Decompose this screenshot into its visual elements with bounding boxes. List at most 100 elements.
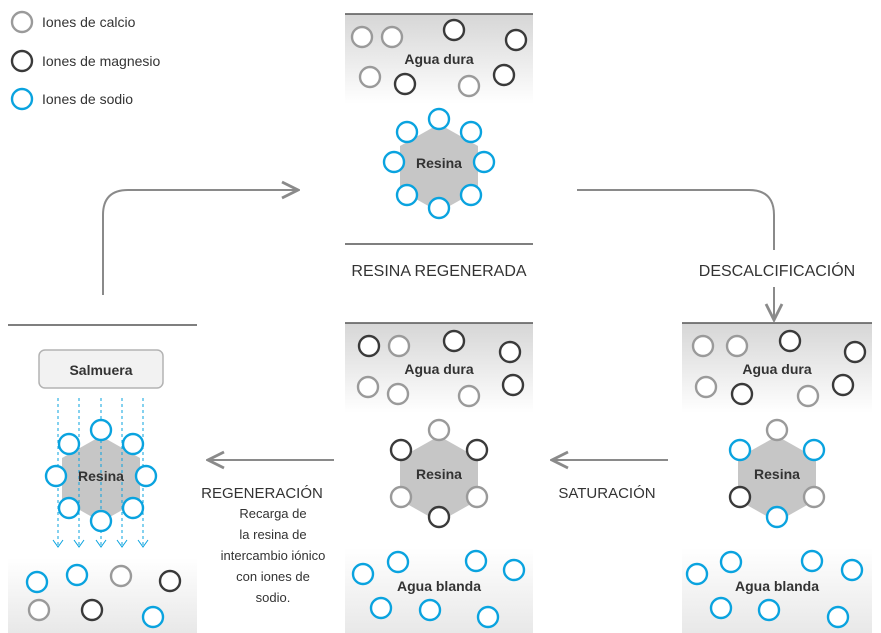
magnesium-ion bbox=[728, 485, 752, 509]
resin-ions bbox=[389, 418, 489, 529]
resin-ions bbox=[382, 107, 496, 220]
calcium-ion bbox=[802, 485, 826, 509]
magnesium-ion bbox=[843, 340, 867, 364]
magnesium-ion bbox=[730, 382, 754, 406]
panel-regenerated: Agua dura Resina RESINA REGENERADA bbox=[345, 13, 533, 280]
sodium-ion bbox=[57, 496, 81, 520]
soft-water-ions bbox=[685, 549, 864, 629]
sodium-ion bbox=[800, 549, 824, 573]
brine-box bbox=[38, 349, 164, 389]
soft-water-label: Agua blanda bbox=[397, 578, 481, 594]
calcium-ion bbox=[691, 334, 715, 358]
sodium-ion bbox=[382, 150, 406, 174]
brine-flow-arrowheads bbox=[52, 539, 149, 548]
arrow-to-softening bbox=[577, 189, 775, 250]
arrow-to-regenerated bbox=[102, 190, 298, 295]
magnesium-ion bbox=[393, 72, 417, 96]
regeneration-desc-line: con iones de bbox=[236, 569, 310, 584]
resin-ions bbox=[44, 418, 158, 533]
magnesium-ion bbox=[158, 569, 182, 593]
stage-title-regenerated: RESINA REGENERADA bbox=[351, 263, 526, 280]
sodium-ion bbox=[459, 183, 483, 207]
calcium-ion bbox=[350, 25, 374, 49]
sodium-ion bbox=[121, 432, 145, 456]
hard-water-ions bbox=[356, 329, 525, 408]
sodium-ion bbox=[395, 183, 419, 207]
sodium-ion bbox=[459, 120, 483, 144]
calcium-ion bbox=[358, 65, 382, 89]
brine-arrowhead bbox=[52, 539, 64, 548]
flow-arrows: DESCALCIFICACIÓN SATURACIÓN REGENERACIÓN… bbox=[102, 189, 855, 605]
sodium-ion bbox=[826, 605, 850, 629]
sodium-ion bbox=[386, 550, 410, 574]
sodium-ion bbox=[464, 549, 488, 573]
magnesium-ion bbox=[465, 438, 489, 462]
hard-water-label: Agua dura bbox=[404, 361, 473, 377]
hard-water-area bbox=[682, 323, 872, 413]
calcium-ion bbox=[796, 384, 820, 408]
hard-water-ions bbox=[691, 329, 867, 408]
panel-softening: Agua dura Resina Agua blanda bbox=[682, 322, 872, 633]
sodium-ion bbox=[685, 562, 709, 586]
sodium-ion bbox=[765, 505, 789, 529]
sodium-ion bbox=[418, 598, 442, 622]
brine-arrowhead bbox=[116, 539, 128, 548]
resin-label: Resina bbox=[754, 466, 800, 482]
magnesium-ion bbox=[80, 598, 104, 622]
sodium-ion bbox=[802, 438, 826, 462]
calcium-ion bbox=[457, 74, 481, 98]
resin-label: Resina bbox=[416, 466, 462, 482]
hard-water-ions bbox=[350, 18, 528, 98]
calcium-ion bbox=[765, 418, 789, 442]
sodium-ion bbox=[728, 438, 752, 462]
sodium-ion bbox=[141, 605, 165, 629]
sodium-ion bbox=[134, 464, 158, 488]
waste-water-area bbox=[8, 558, 197, 633]
calcium-ion bbox=[457, 384, 481, 408]
regeneration-desc-line: intercambio iónico bbox=[221, 548, 326, 563]
panel-regeneration: Salmuera Resina bbox=[8, 324, 197, 633]
sodium-ion bbox=[395, 120, 419, 144]
resin-bead bbox=[400, 124, 478, 212]
regeneration-desc-line: la resina de bbox=[239, 527, 306, 542]
calcium-ion bbox=[694, 375, 718, 399]
magnesium-ion bbox=[501, 373, 525, 397]
magnesium-ion-legend-icon bbox=[10, 49, 34, 73]
calcium-ion-legend-icon bbox=[10, 10, 34, 34]
resin-label: Resina bbox=[416, 155, 462, 171]
sodium-ion bbox=[709, 596, 733, 620]
hard-water-area bbox=[345, 14, 533, 104]
calcium-ion bbox=[387, 334, 411, 358]
soft-water-area bbox=[345, 548, 533, 633]
sodium-ion bbox=[502, 558, 526, 582]
stage-title-regeneration: REGENERACIÓN bbox=[201, 485, 323, 502]
sodium-ion bbox=[427, 107, 451, 131]
magnesium-ion bbox=[427, 505, 451, 529]
calcium-ion bbox=[27, 598, 51, 622]
legend-magnesium-label: Iones de magnesio bbox=[42, 53, 161, 69]
stage-title-saturation: SATURACIÓN bbox=[558, 485, 655, 502]
resin-bead bbox=[738, 436, 816, 522]
calcium-ion bbox=[109, 564, 133, 588]
legend-calcium-label: Iones de calcio bbox=[42, 14, 136, 30]
sodium-ion bbox=[57, 432, 81, 456]
regeneration-desc-line: sodio. bbox=[256, 590, 291, 605]
sodium-ion bbox=[719, 550, 743, 574]
hard-water-label: Agua dura bbox=[742, 361, 811, 377]
sodium-ion bbox=[44, 464, 68, 488]
sodium-ion bbox=[476, 605, 500, 629]
magnesium-ion bbox=[831, 373, 855, 397]
sodium-ion bbox=[369, 596, 393, 620]
magnesium-ion bbox=[442, 18, 466, 42]
calcium-ion bbox=[356, 375, 380, 399]
sodium-ion bbox=[25, 570, 49, 594]
sodium-ion bbox=[427, 196, 451, 220]
resin-label: Resina bbox=[78, 468, 124, 484]
regeneration-description: Recarga de la resina de intercambio ióni… bbox=[221, 506, 326, 605]
magnesium-ion bbox=[498, 340, 522, 364]
legend-sodium-label: Iones de sodio bbox=[42, 91, 133, 107]
waste-water-ions bbox=[25, 563, 182, 629]
sodium-ion bbox=[89, 418, 113, 442]
